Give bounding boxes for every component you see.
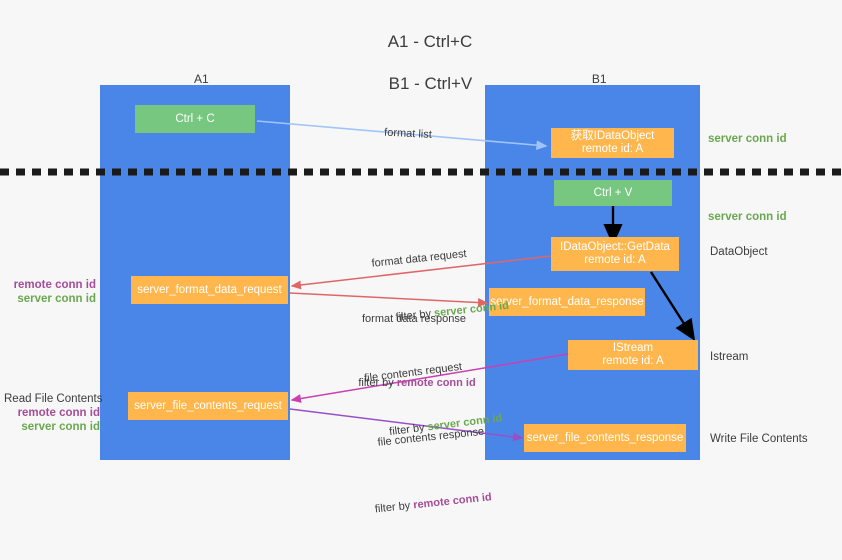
- title-line-1: A1 - Ctrl+C: [387, 32, 473, 51]
- edge-label-file-contents-request-text: file contents request: [363, 360, 463, 385]
- box-ctrl-v-label: Ctrl + V: [593, 186, 633, 199]
- box-get-idataobject-line1: 获取IDataObject: [570, 130, 655, 142]
- edge-label-format-data-response: format data response filter by remote co…: [358, 284, 475, 432]
- filter-value-remote-conn-id-1: remote conn id: [396, 377, 476, 389]
- edge-label-format-list: format list: [371, 111, 433, 156]
- annotation-dataobject: DataObject: [710, 246, 768, 258]
- box-ctrl-c[interactable]: Ctrl + C: [135, 105, 255, 133]
- page-title: A1 - Ctrl+C B1 - Ctrl+V: [0, 10, 842, 115]
- annotation-read-file-contents-group: Read File Contents remote conn id server…: [4, 392, 103, 434]
- box-ctrl-c-label: Ctrl + C: [175, 112, 215, 125]
- annotation-server-conn-id-2: server conn id: [708, 211, 787, 223]
- edge-label-format-data-response-filter: filter by remote conn id: [340, 362, 476, 404]
- diagram-canvas: A1 - Ctrl+C B1 - Ctrl+V A1 remote B1 con…: [0, 10, 842, 515]
- annotation-server-conn-id-1: server conn id: [708, 133, 787, 145]
- box-idataobject-getdata[interactable]: IDataObject::GetData remote id: A: [551, 237, 679, 271]
- box-server-format-data-response-label: server_format_data_response: [490, 295, 644, 308]
- filter-value-remote-conn-id-2: remote conn id: [412, 491, 493, 512]
- box-server-file-contents-request[interactable]: server_file_contents_request: [128, 392, 288, 420]
- annotation-left-conn-ids-1: remote conn id server conn id: [8, 278, 96, 306]
- box-istream-line1: IStream: [612, 342, 654, 354]
- edge-label-file-contents-response: file contents response filter by remote …: [374, 397, 497, 557]
- box-server-format-data-request[interactable]: server_format_data_request: [131, 276, 288, 304]
- box-get-idataobject[interactable]: 获取IDataObject remote id: A: [551, 128, 674, 158]
- annotation-left-remote-conn-id-1: remote conn id: [13, 279, 96, 291]
- box-server-file-contents-response-label: server_file_contents_response: [526, 431, 684, 444]
- title-line-2: B1 - Ctrl+V: [388, 74, 473, 93]
- lane-a1-name: A1: [194, 72, 209, 86]
- annotation-left-server-conn-id-1: server conn id: [17, 293, 96, 305]
- box-idataobject-getdata-line1: IDataObject::GetData: [560, 241, 670, 253]
- edge-label-format-data-response-text: format data response: [362, 313, 466, 325]
- box-server-file-contents-request-label: server_file_contents_request: [134, 399, 282, 412]
- box-idataobject-getdata-line2: remote id: A: [584, 254, 646, 266]
- filter-prefix-2: filter by: [358, 377, 397, 389]
- annotation-read-file-contents: Read File Contents: [4, 393, 103, 405]
- annotation-istream: Istream: [710, 351, 749, 363]
- box-istream-line2: remote id: A: [602, 355, 664, 367]
- annotation-left-server-conn-id-2: server conn id: [21, 421, 100, 433]
- box-get-idataobject-line2: remote id: A: [581, 143, 644, 155]
- annotation-left-remote-conn-id-2: remote conn id: [17, 407, 100, 419]
- filter-prefix-4: filter by: [374, 499, 414, 516]
- box-ctrl-v[interactable]: Ctrl + V: [554, 180, 672, 206]
- box-istream[interactable]: IStream remote id: A: [568, 340, 698, 370]
- edge-label-format-data-request-text: format data request: [371, 247, 468, 270]
- edge-label-file-contents-response-text: file contents response: [377, 425, 485, 449]
- lane-b1-name: B1: [591, 72, 607, 86]
- box-server-file-contents-response[interactable]: server_file_contents_response: [524, 424, 686, 452]
- edge-label-format-list-text: format list: [383, 126, 433, 141]
- box-server-format-data-request-label: server_format_data_request: [137, 283, 282, 296]
- box-server-format-data-response[interactable]: server_format_data_response: [489, 288, 645, 316]
- annotation-write-file-contents: Write File Contents: [710, 433, 808, 445]
